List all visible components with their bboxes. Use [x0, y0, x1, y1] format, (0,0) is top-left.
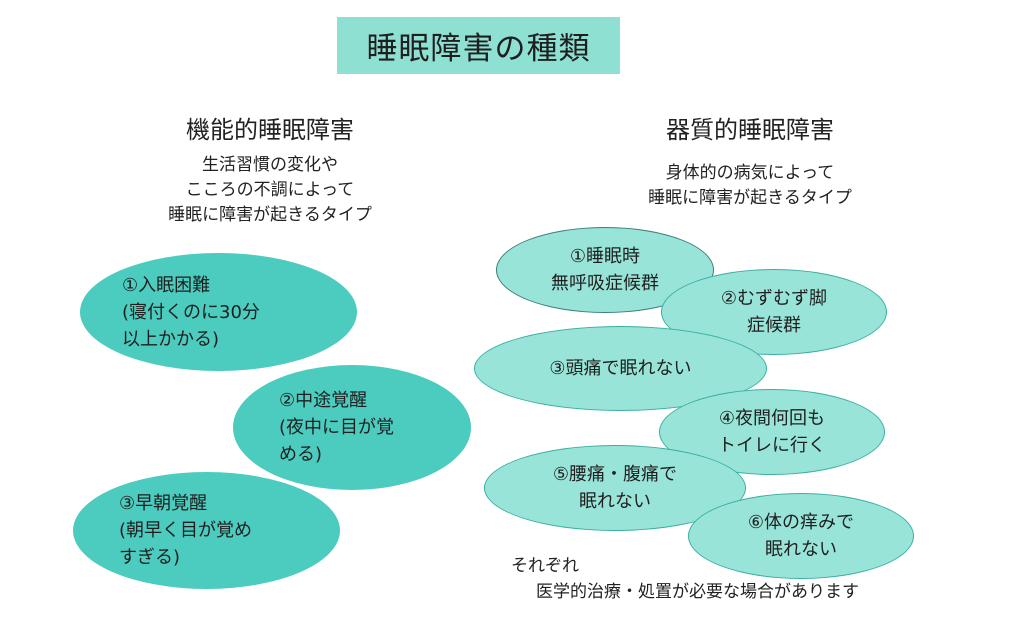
functional-item-3: ③早朝覚醒 (朝早く目が覚め すぎる) [73, 472, 340, 589]
organic-item-1: ①睡眠時 無呼吸症候群 [496, 227, 714, 313]
item-line: 無呼吸症候群 [551, 273, 659, 294]
item-line: ②むずむず脚 [720, 288, 828, 309]
item-line: (寝付くのに30分 [122, 301, 260, 323]
item-line: ③早朝覚醒 [119, 493, 208, 514]
functional-description-line: こころの不調によって [185, 180, 355, 200]
functional-heading: 機能的睡眠障害 [186, 116, 354, 144]
organic-description-line: 睡眠に障害が起きるタイプ [648, 188, 852, 208]
functional-description-line: 睡眠に障害が起きるタイプ [168, 205, 372, 225]
note-line-1: それぞれ [511, 556, 579, 576]
organic-item-4: ④夜間何回も トイレに行く [659, 389, 885, 475]
item-line: 症候群 [747, 315, 801, 336]
item-line: 眠れない [579, 491, 651, 512]
organic-heading: 器質的睡眠障害 [666, 116, 834, 144]
item-line: ②中途覚醒 [279, 390, 368, 411]
item-line: ③頭痛で眠れない [549, 358, 692, 379]
item-line: ⑤腰痛・腹痛で [552, 464, 678, 485]
functional-item-1: ①入眠困難 (寝付くのに30分 以上かかる) [80, 253, 357, 371]
organic-description-line: 身体的の病気によって [665, 163, 835, 183]
item-line: める) [279, 444, 323, 465]
organic-item-6: ⑥体の痒みで 眠れない [688, 493, 914, 579]
item-line: ①睡眠時 [569, 246, 641, 267]
item-line: (朝早く目が覚め [119, 520, 253, 541]
item-line: ①入眠困難 [122, 274, 211, 296]
functional-description-line: 生活習慣の変化や [202, 155, 338, 175]
functional-description: 生活習慣の変化や こころの不調によって 睡眠に障害が起きるタイプ [110, 153, 430, 228]
functional-item-2: ②中途覚醒 (夜中に目が覚 める) [233, 365, 471, 490]
item-line: トイレに行く [718, 435, 826, 456]
item-line: すぎる) [119, 547, 181, 568]
organic-item-5: ⑤腰痛・腹痛で 眠れない [484, 445, 746, 531]
item-line: 以上かかる) [122, 328, 220, 350]
page-title: 睡眠障害の種類 [337, 17, 620, 74]
item-line: (夜中に目が覚 [279, 417, 395, 438]
item-line: ⑥体の痒みで [747, 512, 855, 533]
organic-description: 身体的の病気によって 睡眠に障害が起きるタイプ [585, 161, 915, 211]
item-line: 眠れない [765, 539, 837, 560]
note-line-2: 医学的治療・処置が必要な場合があります [536, 582, 859, 602]
item-line: ④夜間何回も [718, 408, 826, 429]
